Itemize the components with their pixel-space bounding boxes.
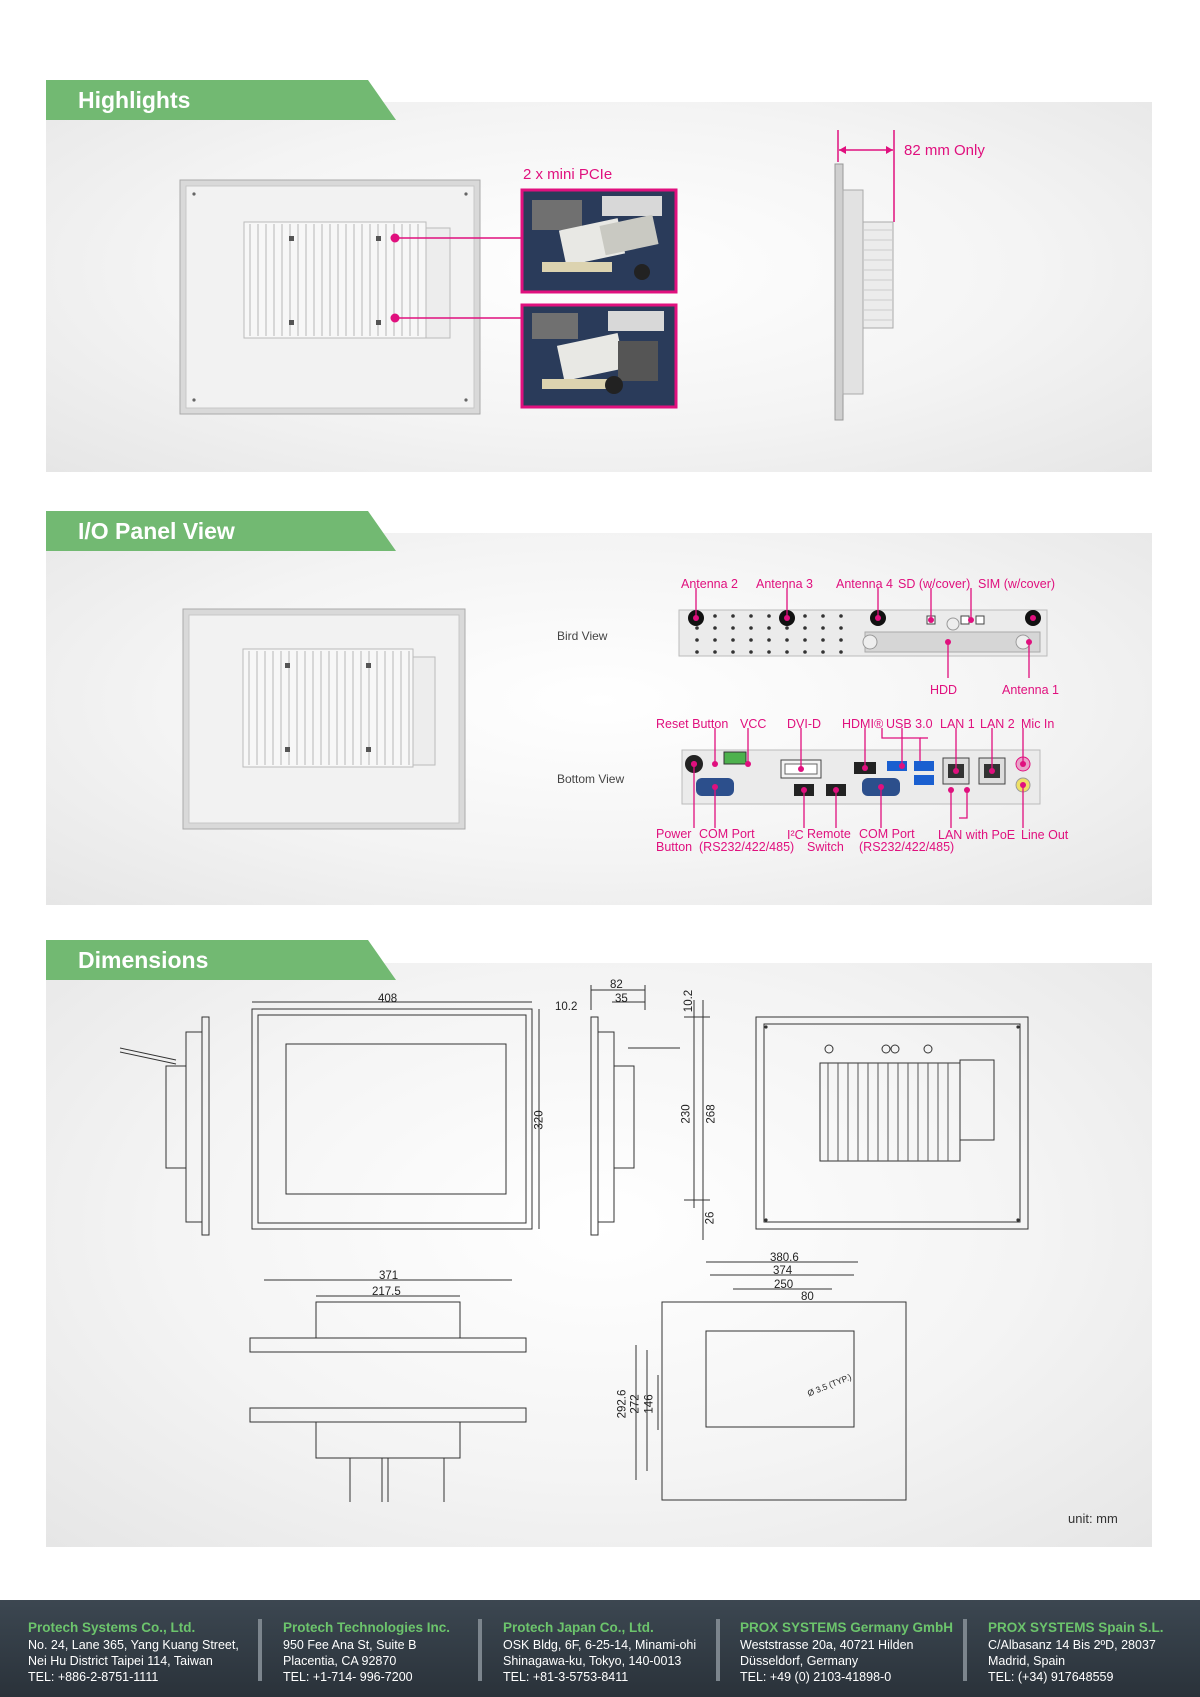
footer-separator (258, 1619, 262, 1681)
label-antenna-4: Antenna 4 (836, 577, 893, 591)
dim-cut-374: 374 (773, 1265, 793, 1277)
dim-front-width: 408 (378, 993, 398, 1005)
dimension-drawings (119, 985, 1029, 1502)
dim-side-102-right: 10.2 (683, 989, 696, 1013)
footer-separator (963, 1619, 967, 1681)
pcie-callout-lines (390, 233, 523, 323)
side-profile-image (834, 130, 895, 421)
label-com-port-1: COM Port(RS232/422/485) (699, 827, 795, 854)
label-antenna-1: Antenna 1 (1002, 683, 1059, 697)
rear-panel-image (179, 179, 481, 415)
dim-bottom-2175: 217.5 (372, 1286, 401, 1298)
label-lan-poe: LAN with PoE (938, 828, 1016, 842)
bottom-view-label: Bottom View (557, 772, 625, 786)
dim-side-268: 268 (705, 1104, 718, 1124)
bird-view-panel (678, 588, 1048, 678)
dim-cut-80: 80 (801, 1291, 814, 1303)
label-dvi-d: DVI-D (787, 717, 822, 731)
dim-side-102-left: 10.2 (555, 1001, 578, 1013)
label-usb-3: USB 3.0 (886, 717, 933, 731)
mini-pcie-photo-2 (520, 303, 678, 409)
footer-separator (478, 1619, 482, 1681)
label-hdd: HDD (930, 683, 958, 697)
mini-pcie-photo-1 (520, 188, 678, 294)
io-rear-panel-image (182, 608, 466, 830)
dim-cut-146: 146 (643, 1394, 656, 1414)
label-mic-in: Mic In (1021, 717, 1055, 731)
dim-bottom-371: 371 (379, 1270, 399, 1282)
dimensions-heading: Dimensions (46, 940, 396, 980)
label-hdmi: HDMI® (842, 717, 884, 731)
footer: Protech Systems Co., Ltd. No. 24, Lane 3… (0, 1600, 1200, 1697)
dim-side-26: 26 (704, 1211, 717, 1225)
depth-label: 82 mm Only (904, 142, 985, 159)
bird-view-label: Bird View (557, 629, 608, 643)
dim-cut-272: 272 (629, 1394, 642, 1414)
dim-side-230: 230 (680, 1104, 693, 1124)
dim-side-82: 82 (610, 979, 623, 991)
label-reset-button: Reset Button (656, 717, 729, 731)
footer-office-taiwan: Protech Systems Co., Ltd. No. 24, Lane 3… (28, 1620, 239, 1684)
footer-office-germany: PROX SYSTEMS Germany GmbH Weststrasse 20… (740, 1620, 954, 1684)
label-antenna-3: Antenna 3 (756, 577, 813, 591)
footer-office-spain: PROX SYSTEMS Spain S.L. C/Albasanz 14 Bi… (988, 1620, 1164, 1684)
footer-separator (716, 1619, 720, 1681)
bottom-view-panel (681, 728, 1041, 828)
dim-side-35: 35 (615, 993, 628, 1005)
dim-front-height: 320 (533, 1110, 546, 1130)
footer-office-usa: Protech Technologies Inc. 950 Fee Ana St… (283, 1620, 451, 1684)
label-lan-1: LAN 1 (940, 717, 975, 731)
io-panel-heading: I/O Panel View (46, 511, 396, 551)
dim-cut-250: 250 (774, 1279, 794, 1291)
footer-office-japan: Protech Japan Co., Ltd. OSK Bldg, 6F, 6-… (503, 1620, 697, 1684)
label-antenna-2: Antenna 2 (681, 577, 738, 591)
unit-label: unit: mm (1068, 1511, 1118, 1526)
label-line-out: Line Out (1021, 828, 1069, 842)
label-vcc: VCC (740, 717, 767, 731)
mini-pcie-label: 2 x mini PCIe (523, 166, 613, 183)
dim-cut-3806: 380.6 (770, 1252, 799, 1264)
label-i2c: I²C (787, 828, 804, 842)
label-com-port-2: COM Port(RS232/422/485) (859, 827, 955, 854)
label-sd: SD (w/cover) (898, 577, 971, 591)
dim-cut-2926: 292.6 (616, 1389, 629, 1419)
highlights-heading: Highlights (46, 80, 396, 120)
label-lan-2: LAN 2 (980, 717, 1015, 731)
label-sim: SIM (w/cover) (978, 577, 1056, 591)
